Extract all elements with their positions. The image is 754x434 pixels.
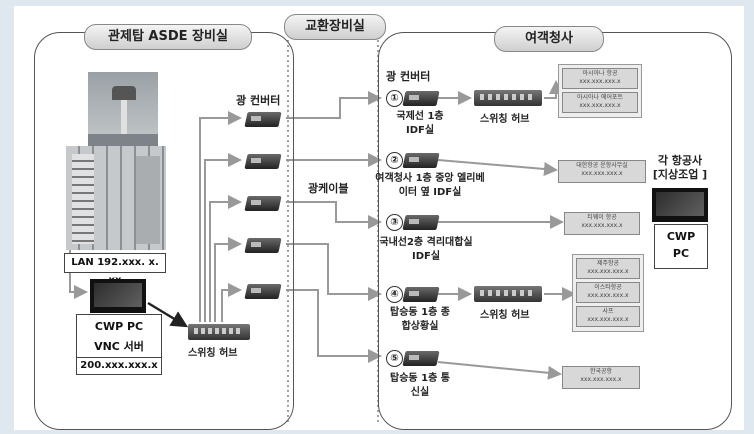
converter-left-1: [244, 109, 282, 129]
airline-box: 대한항공 운항사무실 xxx.xxx.xxx.x: [558, 160, 646, 183]
airline-cwp-box: CWP PC: [654, 224, 708, 269]
airline-box: 아시아나 에어포트 xxx.xxx.xxx.x: [562, 92, 638, 113]
airline-cwp-label: CWP: [666, 230, 696, 243]
exchange-title: 교환장비실: [284, 14, 386, 40]
switching-hub-4: [474, 286, 542, 302]
airline-name: 티웨이 항공: [587, 214, 617, 221]
airline-ip: xxx.xxx.xxx.x: [579, 102, 621, 109]
ip-label: 200.xxx.xxx.x: [76, 357, 162, 375]
airline-pc-label: PC: [672, 247, 690, 260]
airline-name: 제주항공: [596, 260, 620, 267]
airline-box: 사프 xxx.xxx.xxx.x: [576, 306, 640, 327]
converter-left-4: [244, 235, 282, 255]
airline-ip: xxx.xxx.xxx.x: [587, 316, 629, 323]
airline-ip: xxx.xxx.xxx.x: [580, 376, 622, 383]
airline-ip: xxx.xxx.xxx.x: [587, 268, 629, 275]
cwp-monitor-image: [90, 279, 146, 313]
lan-label: LAN 192.xxx. x. xx: [64, 253, 166, 286]
site-label-3: 국내선2층 격리대합실 IDF실: [379, 237, 473, 262]
fiber-cable-label: 광케이블: [308, 182, 349, 195]
cwp-vnc-box: CWP PC VNC 서버: [76, 314, 162, 362]
airline-name: 대한항공 운항사무실: [576, 162, 628, 169]
airline-name: 아시아나 항공: [582, 70, 618, 77]
converter-column-label: 광 컨버터: [236, 94, 281, 107]
site-number-5: ⑤: [386, 350, 403, 367]
airlines-title: 각 항공사 [지상조업 ]: [643, 154, 717, 182]
airlines-title-line2: [지상조업 ]: [652, 168, 708, 181]
switching-hub-1: [474, 90, 542, 106]
site-label-2: 여객청사 1층 중앙 엘리베이터 옆 IDF실: [375, 173, 485, 198]
airline-box: 티웨이 항공 xxx.xxx.xxx.x: [564, 212, 640, 235]
converter-right-2: [402, 150, 440, 170]
airline-name: 한국공항: [589, 368, 613, 375]
control-tower-photo: [88, 72, 158, 150]
converter-right-4: [402, 284, 440, 304]
airline-name: 이스타항공: [594, 284, 622, 291]
cwp-pc-label: CWP PC: [94, 320, 144, 333]
site-label-5: 탑승동 1층 통신실: [390, 373, 450, 398]
switching-hub-4-label: 스위칭 허브: [480, 310, 530, 321]
control-tower-title: 관제탑 ASDE 장비실: [84, 24, 252, 50]
airline-cwp-monitor-image: [652, 188, 708, 222]
airline-name: 아시아나 에어포트: [576, 94, 624, 101]
vnc-server-label: VNC 서버: [94, 340, 144, 353]
converter-left-3: [244, 193, 282, 213]
switching-hub-left: [188, 324, 250, 340]
converter-left-5: [244, 281, 282, 301]
airline-ip: xxx.xxx.xxx.x: [581, 170, 623, 177]
equipment-room-photo: [66, 146, 166, 250]
site-number-4: ④: [386, 286, 403, 303]
site-label-4: 탑승동 1층 종합상황실: [390, 307, 450, 332]
site-label-1: 국제선 1층 IDF실: [396, 111, 444, 136]
airline-ip: xxx.xxx.xxx.x: [579, 78, 621, 85]
airlines-title-line1: 각 항공사: [657, 154, 703, 167]
airline-name: 사프: [602, 308, 614, 315]
site-number-2: ②: [386, 152, 403, 169]
terminal-title: 여객청사: [494, 26, 604, 52]
converter-right-3: [402, 212, 440, 232]
switching-hub-1-label: 스위칭 허브: [480, 114, 530, 125]
airline-ip: xxx.xxx.xxx.x: [581, 222, 623, 229]
site-number-1: ①: [386, 90, 403, 107]
switching-hub-left-label: 스위칭 허브: [188, 348, 238, 359]
airline-box: 이스타항공 xxx.xxx.xxx.x: [576, 282, 640, 303]
terminal-converter-header: 광 컨버터: [386, 70, 431, 83]
airline-box: 제주항공 xxx.xxx.xxx.x: [576, 258, 640, 279]
converter-right-5: [402, 348, 440, 368]
site-number-3: ③: [386, 214, 403, 231]
converter-left-2: [244, 151, 282, 171]
airline-ip: xxx.xxx.xxx.x: [587, 292, 629, 299]
airline-box: 한국공항 xxx.xxx.xxx.x: [562, 366, 640, 389]
airline-box: 아시아나 항공 xxx.xxx.xxx.x: [562, 68, 638, 89]
converter-right-1: [402, 88, 440, 108]
